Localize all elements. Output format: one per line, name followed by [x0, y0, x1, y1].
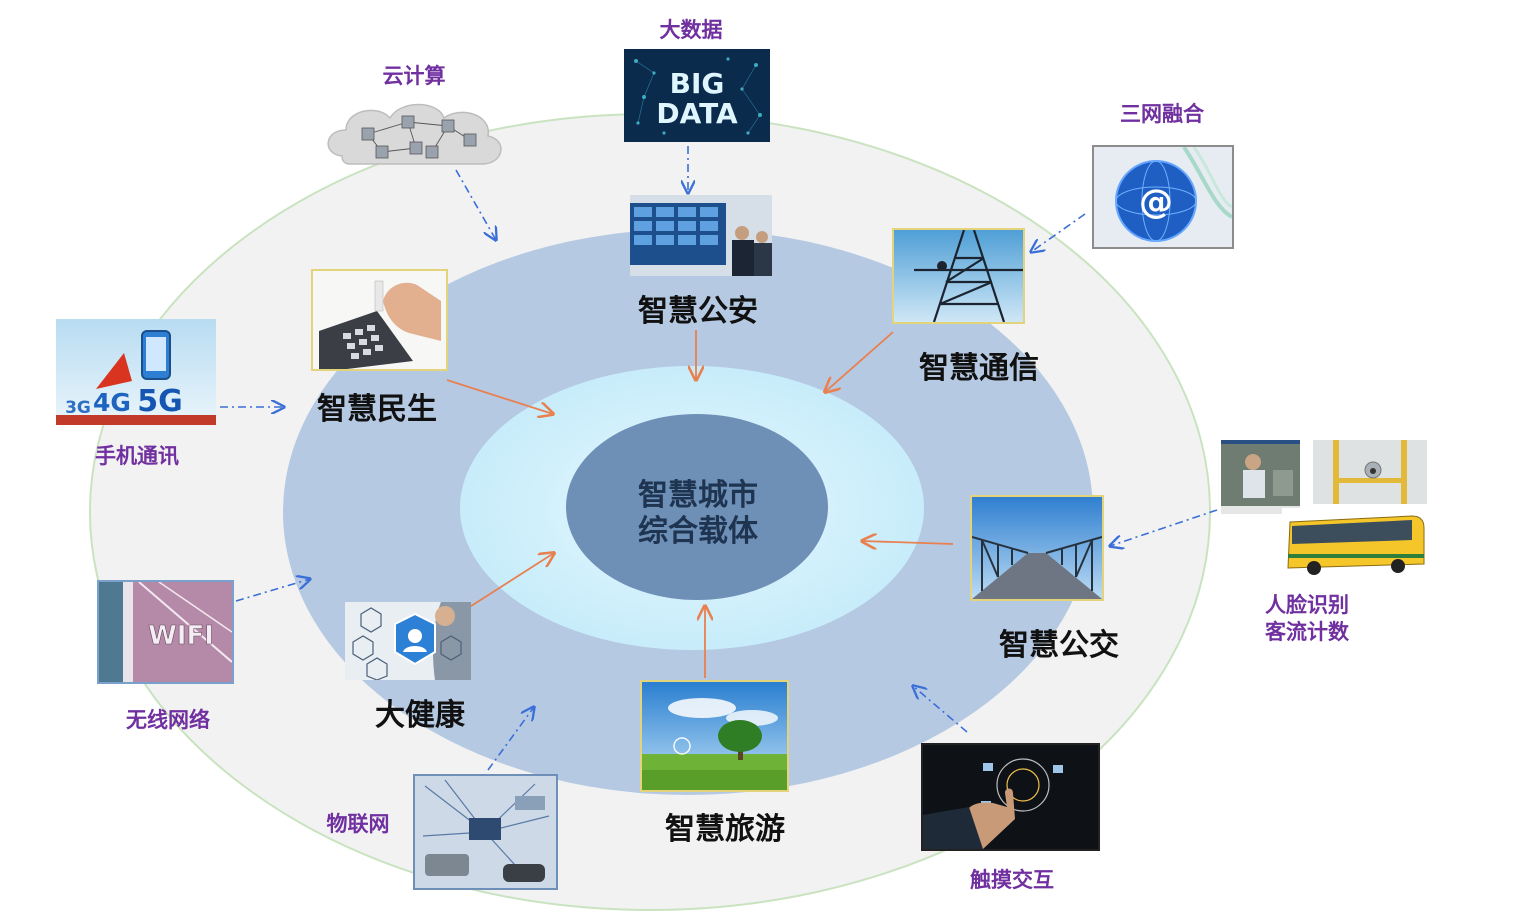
label-cloud: 云计算 — [382, 64, 446, 88]
smart-bus-image — [970, 495, 1104, 601]
arrow-touch — [913, 686, 968, 733]
triple-play-image: @ — [1092, 145, 1234, 249]
touch-image — [921, 743, 1100, 851]
core-ellipse — [566, 414, 828, 600]
3g-text: 3G — [65, 398, 91, 418]
label-communication: 智慧通信 — [919, 351, 1039, 386]
mobile-graphic: 3G 4G 5G — [56, 319, 216, 425]
label-public-security: 智慧公安 — [638, 294, 758, 329]
mobile-image: 3G 4G 5G — [56, 319, 216, 425]
iot-graphic — [415, 776, 556, 888]
bus-image — [1282, 508, 1427, 580]
4g-text: 4G — [93, 388, 131, 417]
big-data-graphic: BIG DATA — [624, 49, 770, 142]
blue-arrows — [220, 146, 1218, 771]
label-face: 人脸识别 客流计数 — [1265, 592, 1349, 646]
arrow-face — [1110, 509, 1218, 546]
livelihood-image — [311, 269, 448, 371]
ceiling-camera-graphic — [1313, 440, 1427, 504]
face-camera-graphic — [1221, 440, 1300, 514]
bridge-graphic — [972, 497, 1102, 599]
face-camera-image — [1221, 440, 1300, 514]
arrow-health-to-core — [467, 553, 554, 609]
public-security-image — [630, 195, 772, 276]
tourism-image — [640, 680, 789, 792]
arrow-wifi — [235, 579, 310, 602]
cloud-image — [320, 96, 508, 176]
arrow-bus-to-core — [862, 541, 954, 544]
cloud-graphic — [327, 103, 502, 165]
at-sign-text: @ — [1139, 182, 1173, 222]
core-label-line1: 智慧城市 — [638, 478, 758, 513]
label-triple-play: 三网融合 — [1120, 102, 1204, 126]
label-big-data: 大数据 — [659, 18, 723, 42]
label-face-line1: 人脸识别 — [1265, 593, 1349, 617]
wifi-image: WIFI — [97, 580, 234, 684]
arrow-iot — [487, 707, 534, 771]
label-touch: 触摸交互 — [970, 868, 1054, 892]
health-image — [345, 602, 471, 680]
big-data-image: BIG DATA — [624, 49, 770, 142]
tower-graphic — [894, 230, 1023, 322]
label-mobile: 手机通讯 — [95, 444, 179, 468]
communication-image — [892, 228, 1025, 324]
pos-terminal-graphic — [313, 271, 446, 369]
globe-graphic: @ — [1094, 147, 1232, 247]
label-wifi: 无线网络 — [126, 708, 210, 732]
core-label-line2: 综合载体 — [638, 514, 758, 549]
arrow-cloud — [455, 169, 496, 240]
health-graphic — [345, 602, 471, 680]
label-iot: 物联网 — [326, 812, 390, 836]
5g-text: 5G — [137, 384, 183, 419]
orange-arrows — [446, 330, 954, 678]
ceiling-camera-image — [1313, 440, 1427, 504]
label-tourism: 智慧旅游 — [665, 812, 785, 847]
arrow-triple-play — [1031, 213, 1086, 252]
public-security-graphic — [630, 195, 772, 276]
iot-image — [413, 774, 558, 890]
arrow-livelihood-to-core — [446, 379, 553, 414]
label-livelihood: 智慧民生 — [317, 392, 437, 427]
landscape-graphic — [642, 682, 787, 790]
wifi-text: WIFI — [148, 621, 214, 651]
label-bus: 智慧公交 — [999, 628, 1119, 663]
label-face-line2: 客流计数 — [1265, 620, 1349, 644]
core-label: 智慧城市 综合载体 — [638, 478, 758, 550]
bus-graphic — [1282, 508, 1427, 580]
label-health: 大健康 — [375, 698, 465, 733]
arrow-communication-to-core — [825, 331, 894, 392]
big-text: BIG — [670, 67, 725, 100]
wifi-graphic: WIFI — [99, 582, 232, 682]
touch-graphic — [923, 745, 1098, 849]
data-text: DATA — [656, 97, 738, 130]
